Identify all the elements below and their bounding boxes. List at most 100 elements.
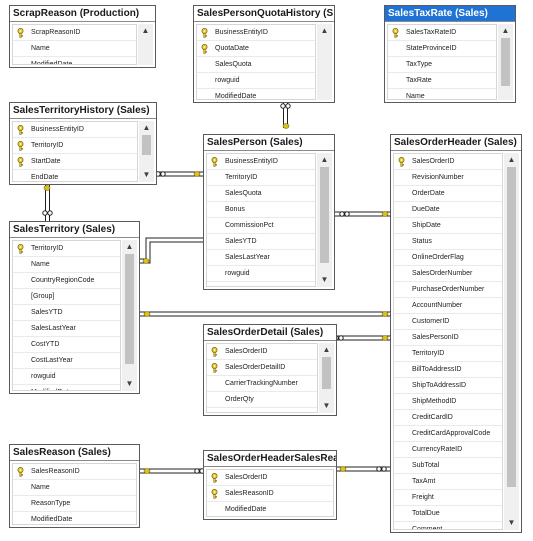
column-row[interactable]: SalesYTD xyxy=(207,234,315,250)
scroll-up-arrow-icon[interactable]: ▲ xyxy=(141,26,150,35)
scrollbar[interactable]: ▲ xyxy=(498,24,513,100)
column-row[interactable]: rowguid xyxy=(207,266,315,282)
table-title[interactable]: ScrapReason (Production) xyxy=(10,6,155,22)
scroll-up-arrow-icon[interactable]: ▲ xyxy=(507,155,516,164)
column-row[interactable]: ReasonType xyxy=(13,496,136,512)
column-row[interactable]: ShipToAddressID xyxy=(394,378,502,394)
column-row[interactable]: Name xyxy=(388,89,496,99)
column-row[interactable]: SalesTaxRateID xyxy=(388,25,496,41)
column-row[interactable]: BusinessEntityID xyxy=(13,122,137,138)
table-title[interactable]: SalesOrderHeader (Sales) xyxy=(391,135,521,151)
column-row[interactable]: Name xyxy=(13,41,136,57)
scrollbar[interactable]: ▲ xyxy=(138,24,153,65)
column-row[interactable]: TerritoryID xyxy=(13,138,137,154)
table-title[interactable]: SalesOrderHeaderSalesReas xyxy=(204,451,336,467)
scrollbar[interactable]: ▲ ▼ xyxy=(317,153,332,287)
table-sales-person-quota-history[interactable]: SalesPersonQuotaHistory (S BusinessEntit… xyxy=(193,5,335,103)
column-row[interactable]: RevisionNumber xyxy=(394,170,502,186)
column-row[interactable]: SalesOrderID xyxy=(207,344,317,360)
column-row[interactable]: SalesOrderID xyxy=(207,470,333,486)
column-row[interactable]: TaxAmt xyxy=(394,474,502,490)
table-title[interactable]: SalesTerritoryHistory (Sales) xyxy=(10,103,156,119)
column-row[interactable]: ModifiedDate xyxy=(197,89,315,99)
column-row[interactable]: ModifiedDate xyxy=(13,57,136,64)
scroll-up-arrow-icon[interactable]: ▲ xyxy=(125,242,134,251)
scroll-up-arrow-icon[interactable]: ▲ xyxy=(322,345,331,354)
column-row[interactable]: rowguid xyxy=(13,369,120,385)
column-row[interactable]: CountryRegionCode xyxy=(13,273,120,289)
column-row[interactable]: BusinessEntityID xyxy=(197,25,315,41)
table-title[interactable]: SalesPerson (Sales) xyxy=(204,135,334,151)
column-row[interactable]: SalesOrderID xyxy=(394,154,502,170)
column-row[interactable]: SubTotal xyxy=(394,458,502,474)
scrollbar[interactable]: ▲ ▼ xyxy=(139,121,154,182)
column-row[interactable]: Status xyxy=(394,234,502,250)
scroll-thumb[interactable] xyxy=(322,357,331,389)
column-row[interactable]: DueDate xyxy=(394,202,502,218)
column-row[interactable]: ModifiedDate xyxy=(207,502,333,516)
column-row[interactable]: PurchaseOrderNumber xyxy=(394,282,502,298)
column-row[interactable]: TerritoryID xyxy=(13,241,120,257)
column-row[interactable]: SalesLastYear xyxy=(13,321,120,337)
column-row[interactable]: CommissionPct xyxy=(207,218,315,234)
column-row[interactable]: StartDate xyxy=(13,154,137,170)
column-row[interactable]: SalesQuota xyxy=(197,57,315,73)
column-row[interactable]: Name xyxy=(13,257,120,273)
column-row[interactable]: TaxRate xyxy=(388,73,496,89)
column-row[interactable]: ShipDate xyxy=(394,218,502,234)
column-row[interactable]: ShipMethodID xyxy=(394,394,502,410)
column-row[interactable]: TaxType xyxy=(388,57,496,73)
column-row[interactable]: CurrencyRateID xyxy=(394,442,502,458)
scroll-thumb[interactable] xyxy=(142,135,151,155)
column-row[interactable]: SalesQuota xyxy=(207,186,315,202)
scroll-up-arrow-icon[interactable]: ▲ xyxy=(320,155,329,164)
scrollbar[interactable]: ▲ xyxy=(317,24,332,100)
column-row[interactable]: SalesOrderDetailID xyxy=(207,360,317,376)
column-row[interactable]: SalesReasonID xyxy=(13,464,136,480)
scroll-up-arrow-icon[interactable]: ▲ xyxy=(142,123,151,132)
column-row[interactable]: ProductID xyxy=(207,408,317,412)
column-row[interactable]: Name xyxy=(13,480,136,496)
column-row[interactable]: BusinessEntityID xyxy=(207,154,315,170)
column-row[interactable]: [Group] xyxy=(13,289,120,305)
column-row[interactable]: ScrapReasonID xyxy=(13,25,136,41)
column-row[interactable]: AccountNumber xyxy=(394,298,502,314)
column-row[interactable]: rowguid xyxy=(197,73,315,89)
column-row[interactable]: OnlineOrderFlag xyxy=(394,250,502,266)
column-row[interactable]: Comment xyxy=(394,522,502,529)
column-row[interactable]: SalesPersonID xyxy=(394,330,502,346)
table-title[interactable]: SalesTaxRate (Sales) xyxy=(385,6,515,22)
table-sales-territory-history[interactable]: SalesTerritoryHistory (Sales) BusinessEn… xyxy=(9,102,157,185)
column-row[interactable]: ModifiedDate xyxy=(13,385,120,390)
column-row[interactable]: Bonus xyxy=(207,202,315,218)
column-row[interactable]: CreditCardID xyxy=(394,410,502,426)
column-row[interactable]: StateProvinceID xyxy=(388,41,496,57)
table-title[interactable]: SalesPersonQuotaHistory (S xyxy=(194,6,334,22)
scroll-up-arrow-icon[interactable]: ▲ xyxy=(501,26,510,35)
scroll-up-arrow-icon[interactable]: ▲ xyxy=(320,26,329,35)
column-row[interactable]: CostYTD xyxy=(13,337,120,353)
scroll-thumb[interactable] xyxy=(501,38,510,86)
scrollbar[interactable]: ▲ ▼ xyxy=(504,153,519,530)
scroll-down-arrow-icon[interactable]: ▼ xyxy=(507,518,516,527)
column-row[interactable]: CarrierTrackingNumber xyxy=(207,376,317,392)
column-row[interactable]: SalesOrderNumber xyxy=(394,266,502,282)
column-row[interactable]: TotalDue xyxy=(394,506,502,522)
column-row[interactable]: QuotaDate xyxy=(197,41,315,57)
scrollbar[interactable]: ▲ ▼ xyxy=(319,343,334,413)
column-row[interactable]: BillToAddressID xyxy=(394,362,502,378)
scroll-down-arrow-icon[interactable]: ▼ xyxy=(320,275,329,284)
